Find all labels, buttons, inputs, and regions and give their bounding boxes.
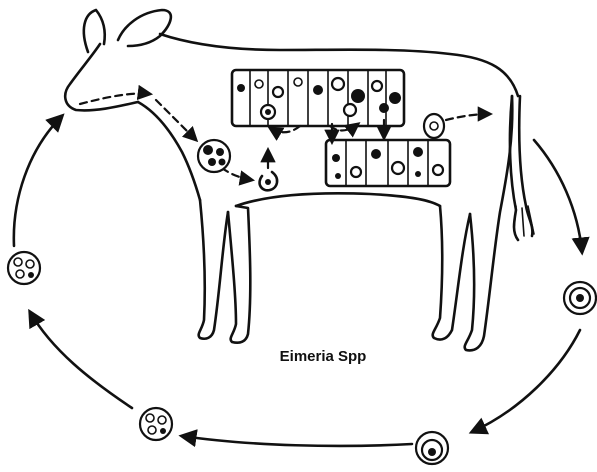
oocyst-bottom-left-icon (140, 408, 172, 440)
schizont-icon (198, 140, 230, 172)
diagram-caption: Eimeria Spp (248, 348, 398, 365)
oocyst-sporulated-left-icon (8, 252, 40, 284)
oocyst-unsporulated-right-icon (564, 282, 596, 314)
cow-outline-icon (65, 10, 534, 350)
life-cycle-ring (14, 116, 582, 446)
intestinal-epithelium-upper-icon (232, 70, 404, 126)
gametocyte-icon (424, 114, 490, 138)
merozoite-icon (260, 150, 278, 190)
oocyst-bottom-icon (416, 432, 448, 464)
intestinal-epithelium-lower-icon (326, 140, 450, 186)
